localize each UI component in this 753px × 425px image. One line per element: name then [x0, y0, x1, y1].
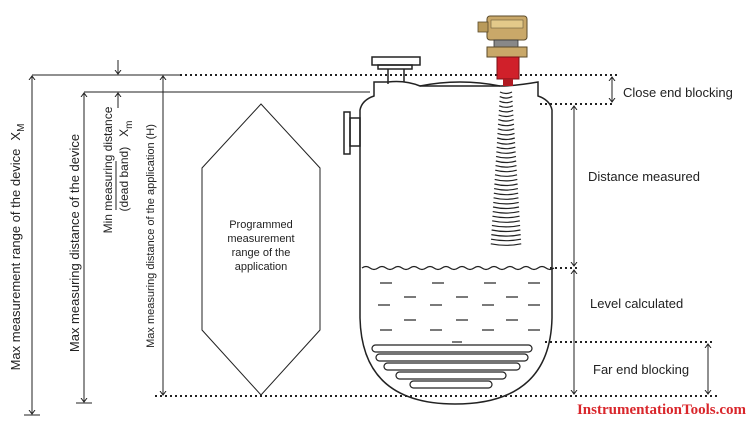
top-nozzle: [371, 56, 421, 84]
radar-wave-arc: [498, 105, 514, 108]
min-distance-label-line1: Min measuring distance: [101, 106, 115, 233]
radar-wave-arc: [493, 201, 519, 205]
svg-text:range of the: range of the: [232, 247, 291, 259]
radar-wave-arc: [492, 206, 520, 210]
radar-wave-arc: [499, 91, 513, 95]
radar-wave-arc: [496, 151, 516, 154]
svg-text:measurement: measurement: [227, 233, 294, 245]
radar-wave-arc: [494, 174, 518, 177]
radar-wave-arc: [492, 215, 520, 219]
programmed-range-label: Programmed measurement range of the appl…: [227, 219, 294, 273]
bottom-coils: [371, 344, 533, 389]
dimension-arrows: [32, 60, 163, 414]
radar-wave-arc: [497, 128, 515, 131]
level-calculated-label: Level calculated: [590, 296, 683, 311]
radar-wave-arc: [499, 96, 513, 99]
max-range-device-label: Max measurement range of the deviceXM: [8, 124, 27, 371]
radar-wave-arc: [498, 119, 514, 122]
liquid-dashes: [378, 282, 540, 343]
radar-wave-arc: [495, 155, 517, 159]
radar-wave-arc: [492, 220, 520, 223]
svg-text:application: application: [235, 261, 288, 273]
radar-wave-arc: [495, 165, 517, 168]
radar-wave-arc: [497, 123, 515, 127]
radar-wave-arc: [494, 183, 518, 187]
radar-wave-arc: [492, 211, 520, 214]
radar-wave-arc: [493, 188, 519, 191]
radar-wave-arc: [493, 197, 519, 200]
side-nozzle: [343, 111, 361, 155]
radar-wave-arc: [497, 137, 515, 141]
far-end-blocking-label: Far end blocking: [593, 362, 689, 377]
sensor-flange: [486, 46, 528, 58]
extension-lines: [24, 74, 370, 416]
radar-wave-arc: [491, 229, 521, 233]
min-distance-label-line2: (dead band)Xm: [115, 120, 135, 212]
radar-sensor: [477, 15, 528, 86]
radar-wave-arc: [493, 192, 519, 196]
radar-wave-arc: [491, 224, 521, 228]
radar-waves: [490, 91, 522, 246]
svg-text:Programmed: Programmed: [229, 219, 293, 231]
right-dimension-arrows: [574, 77, 708, 394]
radar-wave-arc: [490, 238, 522, 242]
radar-wave-arc: [495, 169, 517, 173]
tank-vessel: [359, 80, 553, 405]
sensor-antenna: [496, 56, 520, 80]
programmed-range-hexagon: [201, 103, 321, 396]
radar-wave-arc: [497, 132, 515, 136]
svg-text:(dead band)Xm: (dead band)Xm: [117, 120, 135, 211]
radar-wave-arc: [498, 109, 514, 113]
radar-wave-arc: [496, 146, 516, 150]
watermark: InstrumentationTools.com: [577, 402, 747, 418]
radar-wave-arc: [498, 114, 514, 118]
max-distance-application-label: Max measuring distance of the applicatio…: [145, 124, 157, 348]
liquid-surface: [361, 265, 555, 271]
radar-wave-arc: [490, 243, 522, 246]
radar-wave-arc: [499, 100, 513, 104]
radar-wave-arc: [494, 178, 518, 182]
max-distance-device-label: Max measuring distance of the device: [67, 134, 82, 352]
close-end-blocking-label: Close end blocking: [623, 85, 733, 100]
reference-lines: [155, 74, 720, 397]
radar-wave-arc: [495, 160, 517, 164]
radar-wave-arc: [491, 234, 521, 237]
distance-measured-label: Distance measured: [588, 169, 700, 184]
radar-wave-arc: [496, 142, 516, 145]
